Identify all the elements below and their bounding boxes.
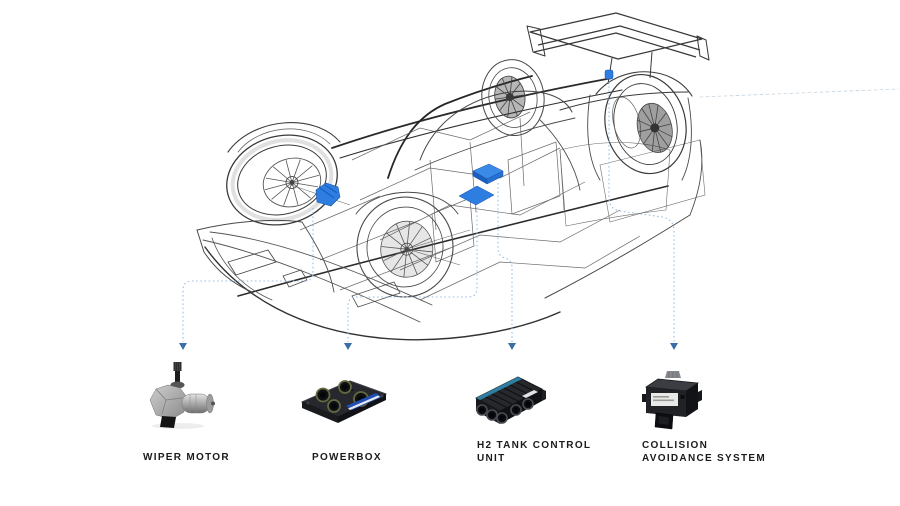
rear-right-wheel xyxy=(604,73,687,175)
callout-line-h2-tank-control-unit xyxy=(497,183,513,342)
callout-line-powerbox xyxy=(347,207,478,342)
front-right-wheel xyxy=(356,196,454,298)
h2-tank-control-unit-photo xyxy=(475,376,546,424)
powerbox-photo xyxy=(300,380,388,423)
component-marker-h2-tank-control-unit xyxy=(458,185,495,206)
part-item-h2-tank-control-unit xyxy=(466,372,548,434)
component-marker-powerbox xyxy=(472,163,504,185)
car-body-lines xyxy=(196,71,899,341)
component-marker-collision-avoidance xyxy=(604,69,614,80)
part-label-powerbox: POWERBOX xyxy=(312,452,382,463)
callout-arrow-wiper-motor xyxy=(179,343,187,350)
part-label-wiper-motor: WIPER MOTOR xyxy=(143,452,230,463)
part-item-wiper-motor xyxy=(138,360,218,430)
wiper-motor-photo xyxy=(149,362,215,429)
rear-left-wheel xyxy=(481,59,545,136)
callout-arrow-powerbox xyxy=(344,343,352,350)
part-item-collision-avoidance-system xyxy=(640,370,706,434)
part-label-collision-avoidance-system: COLLISION AVOIDANCE SYSTEM xyxy=(642,440,766,464)
part-item-powerbox xyxy=(298,374,390,430)
callout-arrow-h2-tank-control-unit xyxy=(508,343,516,350)
part-label-h2-tank-control-unit: H2 TANK CONTROL UNIT xyxy=(477,440,592,464)
front-left-wheel xyxy=(226,134,338,226)
callout-line-collision-avoidance xyxy=(608,82,675,342)
callout-arrow-collision-avoidance xyxy=(670,343,678,350)
collision-avoidance-sensor-photo xyxy=(642,371,702,430)
callout-line-wiper-motor xyxy=(182,208,314,342)
rear-wing xyxy=(526,12,710,85)
component-marker-wiper-motor xyxy=(315,182,341,207)
